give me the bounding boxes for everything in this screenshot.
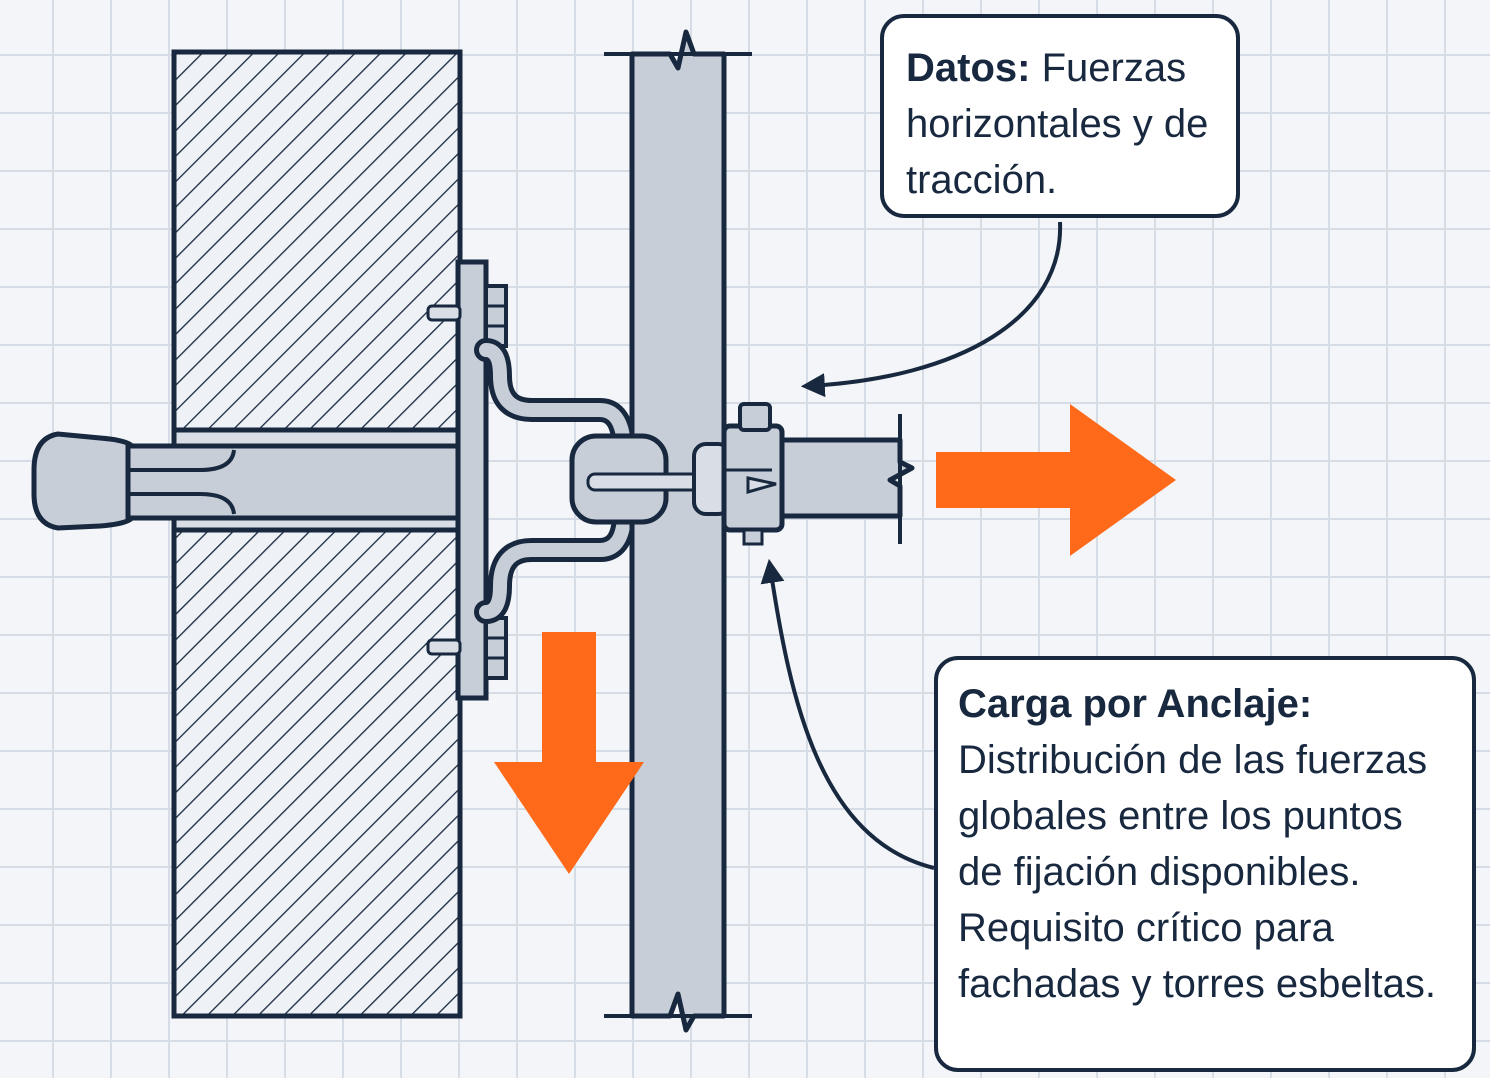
callout-carga: Carga por Anclaje: Distribución de las f… (934, 656, 1476, 1072)
callout-datos-body: Fuerzas horizontales y de tracción. (906, 46, 1209, 202)
horizontal-tube (769, 414, 915, 544)
horizontal-force-arrow (936, 404, 1176, 556)
base-plate (426, 259, 508, 701)
bracket-arms (474, 338, 636, 624)
vertical-force-arrow (494, 632, 644, 874)
concrete-wall-lower (171, 527, 463, 1019)
steel-column (604, 29, 752, 1033)
callout-carga-body: Distribución de las fuerzas globales ent… (958, 738, 1437, 1006)
callout-datos: Datos: Fuerzas horizontales y de tracció… (880, 14, 1240, 218)
callout-datos-title: Datos: (906, 46, 1031, 90)
tube-clamp (692, 402, 785, 546)
expansion-anchor (31, 431, 471, 531)
callout-carga-title: Carga por Anclaje: (958, 682, 1313, 726)
carga-leader-arrow (760, 558, 935, 870)
concrete-wall-upper (171, 49, 463, 433)
datos-leader-arrow (800, 221, 1063, 398)
